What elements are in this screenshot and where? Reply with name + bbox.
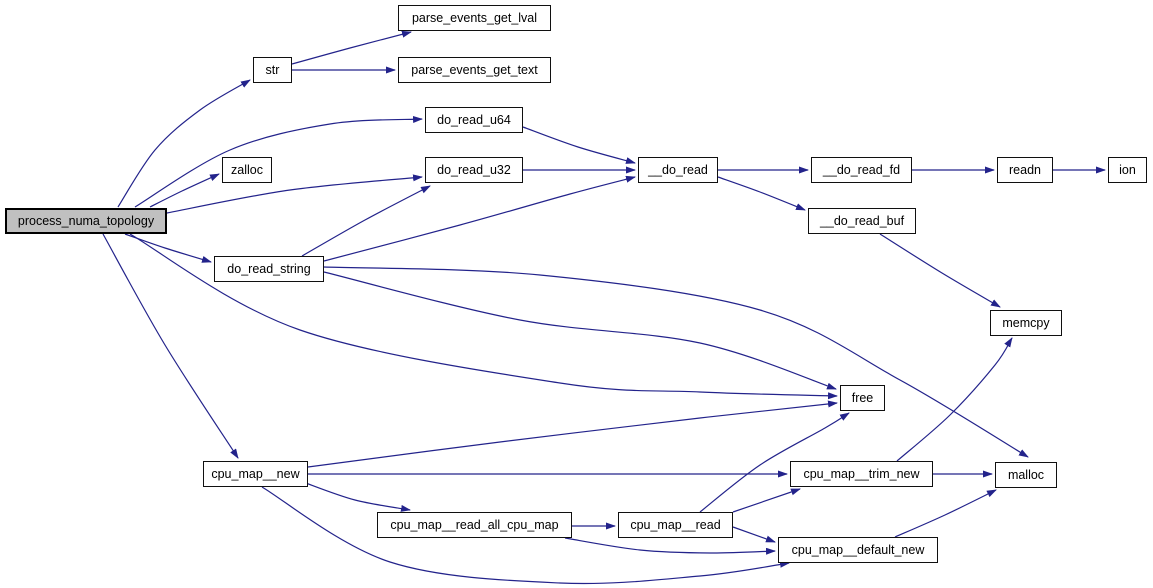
edge-cmn-to-free — [307, 400, 838, 468]
node-readn[interactable]: readn — [997, 157, 1053, 183]
edge-pnt-to-dors — [124, 233, 212, 263]
node-cpu_map__read_all_cpu_map[interactable]: cpu_map__read_all_cpu_map — [377, 512, 572, 538]
node-process_numa_topology: process_numa_topology — [5, 208, 167, 234]
edge-pnt-to-cmn — [102, 233, 239, 459]
edge-str-to-lval — [291, 30, 412, 65]
node-zalloc[interactable]: zalloc — [222, 157, 272, 183]
node-cpu_map__default_new[interactable]: cpu_map__default_new — [778, 537, 938, 563]
edge-read-to-trim — [732, 488, 801, 513]
edge-cmn-to-all — [302, 481, 411, 512]
edge-dors-to-free — [323, 271, 837, 390]
node-ion[interactable]: ion — [1108, 157, 1147, 183]
node-parse_events_get_text[interactable]: parse_events_get_text — [398, 57, 551, 83]
edge-pnt-to-u32 — [166, 174, 423, 214]
node-cpu_map__trim_new[interactable]: cpu_map__trim_new — [790, 461, 933, 487]
node-cpu_map__read[interactable]: cpu_map__read — [618, 512, 733, 538]
edge-pnt-to-free — [129, 233, 838, 400]
node-__do_read[interactable]: __do_read — [638, 157, 718, 183]
edge-pnt-to-str — [117, 79, 251, 208]
node-memcpy[interactable]: memcpy — [990, 310, 1062, 336]
node-do_read_u32[interactable]: do_read_u32 — [425, 157, 523, 183]
node-cpu_map__new[interactable]: cpu_map__new — [203, 461, 308, 487]
node-do_read_string[interactable]: do_read_string — [214, 256, 324, 282]
edge-read-to-def — [732, 526, 776, 543]
edge-dors-to-malloc — [323, 266, 1029, 458]
node-__do_read_fd[interactable]: __do_read_fd — [811, 157, 912, 183]
node-malloc[interactable]: malloc — [995, 462, 1057, 488]
edge-group — [102, 30, 1106, 585]
node-str[interactable]: str — [253, 57, 292, 83]
edge-dors-to-dor — [323, 175, 636, 262]
node-parse_events_get_lval[interactable]: parse_events_get_lval — [398, 5, 551, 31]
node-__do_read_buf[interactable]: __do_read_buf — [808, 208, 916, 234]
edge-u64-to-dor — [522, 126, 636, 164]
edge-def-to-malloc — [894, 489, 997, 538]
edge-trim-to-memcpy — [896, 337, 1013, 462]
edge-all-to-def — [564, 537, 776, 555]
node-do_read_u64[interactable]: do_read_u64 — [425, 107, 523, 133]
edge-pnt-to-u64 — [134, 115, 423, 208]
edge-read-to-free — [699, 412, 850, 513]
edge-dorbuf-to-memcpy — [879, 233, 1001, 308]
edge-dors-to-u32 — [301, 185, 431, 257]
edge-cmn-to-def — [261, 486, 790, 585]
node-free[interactable]: free — [840, 385, 885, 411]
edge-pnt-to-zalloc — [149, 173, 220, 208]
edge-dor-to-dorbuf — [717, 176, 806, 211]
